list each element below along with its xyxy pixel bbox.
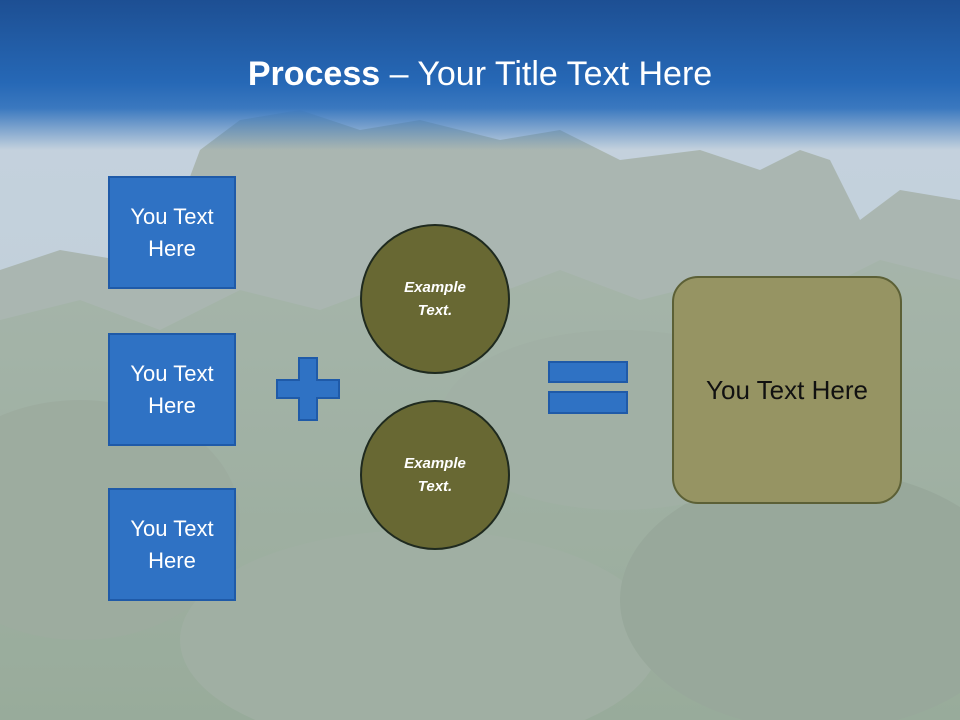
title-rest: – Your Title Text Here	[380, 55, 713, 93]
text-box-1-label: You Text Here	[130, 203, 214, 261]
text-box-3-label: You Text Here	[130, 515, 214, 573]
text-box-2[interactable]: You Text Here	[108, 333, 236, 446]
result-box-label: You Text Here	[706, 374, 868, 405]
equals-icon	[548, 361, 628, 414]
example-circle-2-label: Example Text.	[404, 455, 466, 495]
text-box-2-label: You Text Here	[130, 360, 214, 418]
example-circle-1[interactable]: Example Text.	[360, 224, 510, 374]
title-bar	[0, 0, 960, 150]
text-box-1[interactable]: You Text Here	[108, 176, 236, 289]
example-circle-1-label: Example Text.	[404, 279, 466, 319]
title-bold: Process	[247, 55, 381, 93]
text-box-3[interactable]: You Text Here	[108, 488, 236, 601]
plus-icon	[276, 357, 340, 421]
slide-title[interactable]: Process – Your Title Text Here	[0, 52, 960, 96]
example-circle-2[interactable]: Example Text.	[360, 400, 510, 550]
result-box[interactable]: You Text Here	[672, 276, 902, 504]
